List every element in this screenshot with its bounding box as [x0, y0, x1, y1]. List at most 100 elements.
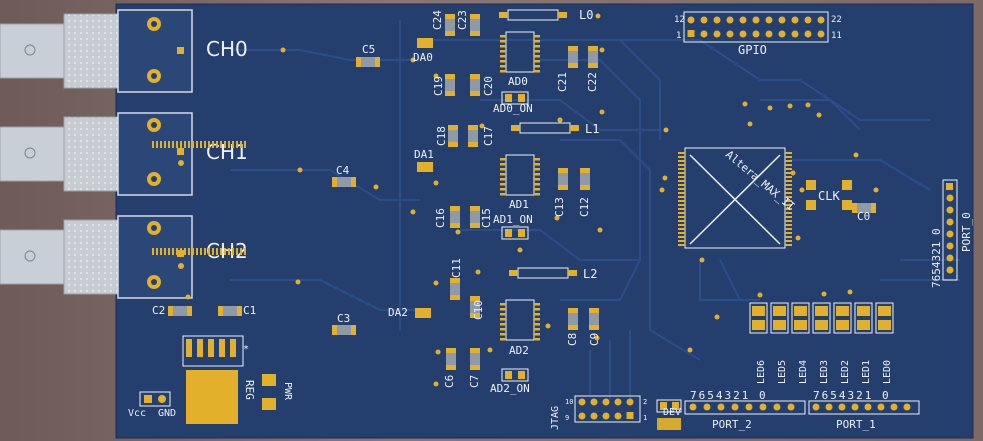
- svg-text:C20: C20: [482, 76, 495, 96]
- cap-c24: [445, 14, 455, 36]
- svg-text:C9: C9: [588, 333, 601, 346]
- cap-c20: [470, 74, 480, 96]
- cap-c23: [470, 14, 480, 36]
- port-2-header[interactable]: 7654321 0 PORT_2: [684, 389, 806, 431]
- cap-c13: [558, 168, 568, 190]
- svg-text:9: 9: [565, 414, 569, 422]
- bnc-pads: [147, 17, 184, 289]
- regulator-label: REG: [243, 380, 256, 400]
- svg-text:LED2: LED2: [840, 360, 851, 384]
- svg-text:LED5: LED5: [777, 360, 788, 384]
- port-0-header[interactable]: 7654321 0 PORT_0: [930, 179, 973, 288]
- cap-c18: [448, 125, 458, 147]
- svg-text:LED4: LED4: [798, 360, 809, 384]
- cap-c10: [470, 296, 480, 318]
- port-0-label: PORT_0: [960, 212, 973, 252]
- svg-text:AD0: AD0: [508, 75, 528, 88]
- inductors: [499, 9, 579, 279]
- svg-text:C4: C4: [336, 164, 350, 177]
- cap-c12: [580, 168, 590, 190]
- svg-text:C3: C3: [337, 312, 350, 325]
- led-array: [749, 302, 894, 334]
- svg-text:AD1_ON: AD1_ON: [493, 213, 533, 226]
- svg-text:2: 2: [643, 398, 647, 406]
- port-2-label: PORT_2: [712, 418, 752, 431]
- label-ch0: CH0: [206, 37, 248, 61]
- voltage-regulator: * REG: [182, 335, 256, 424]
- svg-text:7654321 0: 7654321 0: [930, 228, 943, 288]
- svg-text:L2: L2: [583, 267, 597, 281]
- jtag-header[interactable]: 10 9 2 1 JTAG: [550, 395, 647, 430]
- svg-text:L0: L0: [579, 8, 593, 22]
- cap-c3: [332, 325, 356, 335]
- driver-labels: DA0 DA1 DA2: [388, 51, 434, 319]
- svg-text:1: 1: [643, 414, 647, 422]
- svg-text:12: 12: [674, 15, 685, 25]
- cap-c0: [852, 203, 876, 213]
- svg-text:*: *: [243, 344, 249, 355]
- svg-text:C18: C18: [435, 126, 448, 146]
- svg-text:C16: C16: [434, 208, 447, 228]
- svg-text:C12: C12: [578, 197, 591, 217]
- cap-c1: [218, 306, 242, 316]
- cap-c8: [568, 308, 578, 330]
- svg-text:C2: C2: [152, 304, 165, 317]
- svg-text:C6: C6: [443, 375, 456, 388]
- cap-c17: [468, 125, 478, 147]
- cap-c6: [446, 348, 456, 370]
- svg-text:1: 1: [676, 31, 681, 41]
- bnc-connector-ch1[interactable]: [0, 112, 193, 196]
- svg-text:C13: C13: [553, 197, 566, 217]
- svg-text:C19: C19: [432, 76, 445, 96]
- adc-labels: AD0 AD1 AD2 AD0_ON AD1_ON AD2_ON: [490, 75, 533, 395]
- svg-text:C10: C10: [472, 300, 485, 320]
- svg-text:AD0_ON: AD0_ON: [493, 102, 533, 115]
- cap-c9: [589, 308, 599, 330]
- cap-c4: [332, 177, 356, 187]
- svg-text:C24: C24: [431, 10, 444, 30]
- svg-text:DA1: DA1: [414, 148, 434, 161]
- svg-text:C0: C0: [857, 210, 870, 223]
- svg-text:LED0: LED0: [882, 360, 893, 384]
- bnc-connector-ch2[interactable]: [0, 215, 193, 299]
- svg-text:10: 10: [565, 398, 573, 406]
- inductor-labels: L0 L1 L2: [579, 8, 599, 281]
- power-led: PWR: [262, 374, 293, 410]
- svg-text:AD2: AD2: [509, 344, 529, 357]
- cap-c2: [168, 306, 192, 316]
- svg-text:C8: C8: [566, 333, 579, 346]
- cap-c5: [356, 57, 380, 67]
- altera-max-ii-chip: Altera_MAX_II: [152, 141, 797, 255]
- svg-text:11: 11: [831, 31, 842, 41]
- svg-text:AD2_ON: AD2_ON: [490, 382, 530, 395]
- svg-text:L1: L1: [585, 122, 599, 136]
- port-1-label: PORT_1: [836, 418, 876, 431]
- gpio-header[interactable]: 12 22 1 11 GPIO: [674, 11, 842, 57]
- svg-text:C22: C22: [586, 72, 599, 92]
- svg-text:DA2: DA2: [388, 306, 408, 319]
- pcb-board: [115, 3, 974, 439]
- svg-text:C11: C11: [450, 258, 463, 278]
- svg-text:C5: C5: [362, 43, 375, 56]
- port-1-header[interactable]: 7654321 0 PORT_1: [808, 389, 920, 431]
- svg-text:GND: GND: [158, 408, 176, 419]
- svg-text:7654321 0: 7654321 0: [690, 389, 768, 402]
- led-labels: LED6 LED5 LED4 LED3 LED2 LED1 LED0: [756, 360, 893, 384]
- bnc-connector-ch0[interactable]: [0, 9, 193, 93]
- svg-text:PWR: PWR: [282, 382, 293, 401]
- svg-text:DEV: DEV: [663, 407, 681, 418]
- svg-text:AD1: AD1: [509, 198, 529, 211]
- cap-c19: [445, 74, 455, 96]
- svg-text:LED3: LED3: [819, 360, 830, 384]
- clock-label: CLK: [818, 189, 840, 203]
- svg-text:DA0: DA0: [413, 51, 433, 64]
- clock-oscillator: CLK: [806, 180, 852, 210]
- dev-led: DEV: [656, 399, 682, 430]
- power-header[interactable]: Vcc GND: [128, 391, 176, 419]
- cap-c22: [588, 46, 598, 68]
- cap-c21: [568, 46, 578, 68]
- drivers: [415, 38, 433, 318]
- capacitor-labels: C24 C23 C20 C19 C21 C22 C18 C17 C16 C15 …: [152, 10, 870, 388]
- capacitors: [168, 14, 876, 370]
